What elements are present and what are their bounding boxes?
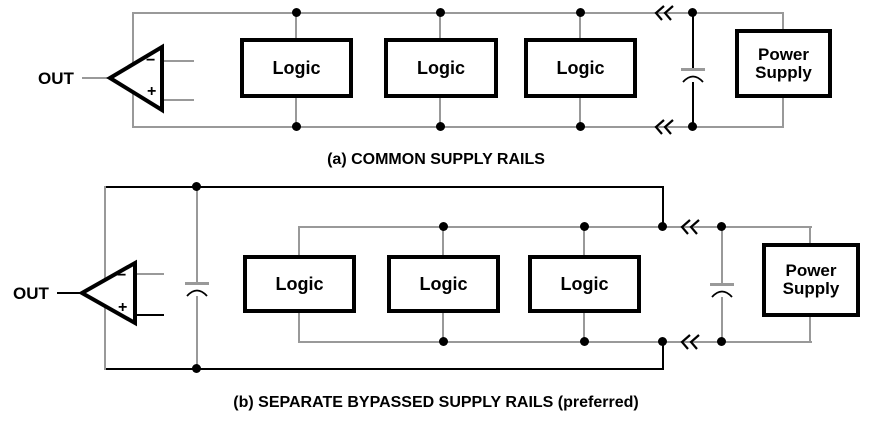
- logic-label: Logic: [556, 57, 605, 78]
- logic2-stub-top-a: [439, 13, 441, 38]
- rail-break-chevron-icon: [680, 219, 700, 235]
- capacitor-wire-bottom-b1: [196, 296, 198, 369]
- junction-dot: [688, 122, 697, 131]
- logic2-stub-bottom-a: [439, 98, 441, 127]
- logic3-stub-bottom-b: [583, 313, 585, 342]
- rail-break-chevron-icon: [654, 119, 674, 135]
- power-supply-label-line1: Power: [757, 44, 810, 64]
- capacitor-plate-b1: [185, 282, 209, 285]
- logic-block-3-b: Logic: [528, 255, 641, 313]
- opamp-noninverting-lead-b: [136, 314, 164, 316]
- opamp-triangle-a: [106, 43, 164, 114]
- power-supply-feed-bottom-a: [782, 98, 784, 127]
- junction-dot: [688, 8, 697, 17]
- opamp-inverting-lead-b: [136, 273, 164, 275]
- junction-dot: [717, 222, 726, 231]
- junction-dot: [658, 222, 667, 231]
- logic-rail-bottom-b: [298, 341, 812, 343]
- logic-block-3-a: Logic: [524, 38, 637, 98]
- junction-dot: [439, 337, 448, 346]
- opamp-inverting-lead-a: [164, 60, 194, 62]
- opamp-noninverting-lead-a: [164, 99, 194, 101]
- opamp-minus-sign-a: −: [146, 52, 156, 69]
- junction-dot: [717, 337, 726, 346]
- logic-label: Logic: [275, 273, 324, 294]
- capacitor-plate-a: [681, 68, 705, 71]
- junction-dot: [576, 8, 585, 17]
- junction-dot: [658, 337, 667, 346]
- capacitor-wire-top-a: [692, 13, 694, 68]
- junction-dot: [292, 8, 301, 17]
- opamp-plus-sign-b: +: [118, 299, 128, 316]
- capacitor-curved-plate-b2: [711, 290, 733, 298]
- power-supply-box-a: Power Supply: [735, 29, 832, 98]
- power-supply-label-line2: Supply: [755, 62, 812, 82]
- logic-block-1-a: Logic: [240, 38, 353, 98]
- opamp-plus-sign-a: +: [147, 83, 157, 100]
- rail-break-chevron-icon: [654, 5, 674, 21]
- opamp-rail-bottom-b: [104, 368, 664, 370]
- rail-bottom-a: [132, 126, 784, 128]
- logic-rail-top-b: [298, 226, 812, 228]
- logic3-stub-top-a: [579, 13, 581, 38]
- logic2-stub-top-b: [442, 227, 444, 255]
- caption-a: (a) COMMON SUPPLY RAILS: [327, 151, 545, 168]
- power-supply-feed-bottom-b: [809, 317, 811, 342]
- junction-dot: [576, 122, 585, 131]
- opamp-triangle-b: [77, 259, 137, 327]
- capacitor-curved-plate-b1: [186, 289, 208, 297]
- opamp-output-lead-b: [57, 292, 83, 294]
- logic-block-1-b: Logic: [243, 255, 356, 313]
- opamp-rail-top-b: [104, 186, 664, 188]
- logic1-stub-bottom-a: [295, 98, 297, 127]
- logic1-stub-top-b: [298, 227, 300, 255]
- power-supply-box-b: Power Supply: [762, 243, 860, 317]
- junction-dot: [436, 8, 445, 17]
- junction-dot: [580, 222, 589, 231]
- opamp-output-lead-a: [82, 77, 110, 79]
- junction-dot: [292, 122, 301, 131]
- logic-block-2-a: Logic: [384, 38, 498, 98]
- junction-dot: [192, 182, 201, 191]
- logic-block-2-b: Logic: [387, 255, 500, 313]
- logic-label: Logic: [272, 57, 321, 78]
- capacitor-wire-top-b1: [196, 187, 198, 282]
- power-supply-label-line1: Power: [785, 261, 837, 280]
- power-supply-feed-top-b: [809, 227, 811, 243]
- logic1-stub-bottom-b: [298, 313, 300, 342]
- power-supply-label-line2: Supply: [782, 279, 840, 298]
- out-label-b: OUT: [13, 284, 49, 303]
- opamp-rail-right-drop-bottom-b: [662, 340, 664, 370]
- opamp-rail-right-drop-top-b: [662, 186, 664, 228]
- rail-break-chevron-icon: [680, 334, 700, 350]
- junction-dot: [439, 222, 448, 231]
- logic-label: Logic: [560, 273, 609, 294]
- opamp-minus-sign-b: −: [117, 267, 127, 284]
- logic-label: Logic: [419, 273, 468, 294]
- capacitor-wire-bottom-a: [692, 82, 694, 127]
- capacitor-wire-top-b2: [721, 227, 723, 283]
- logic-label: Logic: [417, 57, 465, 78]
- logic3-stub-top-b: [583, 227, 585, 255]
- junction-dot: [580, 337, 589, 346]
- caption-b: (b) SEPARATE BYPASSED SUPPLY RAILS (pref…: [233, 394, 639, 411]
- out-label-a: OUT: [38, 69, 74, 88]
- capacitor-plate-b2: [710, 283, 734, 286]
- logic3-stub-bottom-a: [579, 98, 581, 127]
- capacitor-curved-plate-a: [682, 75, 704, 83]
- logic2-stub-bottom-b: [442, 313, 444, 342]
- rail-top-a: [132, 12, 784, 14]
- junction-dot: [192, 364, 201, 373]
- junction-dot: [436, 122, 445, 131]
- power-supply-feed-top-a: [782, 13, 784, 29]
- logic1-stub-top-a: [295, 13, 297, 38]
- capacitor-wire-bottom-b2: [721, 297, 723, 342]
